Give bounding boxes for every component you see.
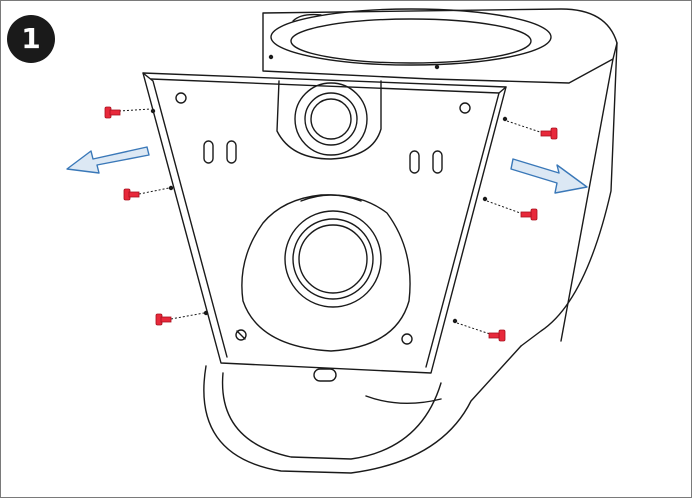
hole-bottom-right xyxy=(401,333,413,345)
mounting-plate xyxy=(142,72,507,374)
screw-icon xyxy=(104,106,121,119)
hole-bottom-left xyxy=(235,329,247,341)
upper-port-inner xyxy=(304,92,358,146)
screw-icon xyxy=(123,188,140,201)
hole-top-left xyxy=(175,92,187,104)
top-opening-outer xyxy=(270,8,552,66)
screw-icon xyxy=(540,127,558,140)
upper-port-housing xyxy=(276,80,382,160)
hole-top-right xyxy=(459,102,471,114)
lower-port-inner xyxy=(292,218,374,300)
slot-right-1 xyxy=(409,150,420,174)
step-number-badge: 1 xyxy=(7,15,55,63)
lower-port-housing xyxy=(241,194,411,352)
arrow-left-icon xyxy=(66,146,150,174)
housing-top-rim xyxy=(262,8,618,84)
housing-right-side xyxy=(520,42,618,347)
screw-icon xyxy=(488,329,506,342)
bottom-oval-slot xyxy=(313,368,337,382)
lower-port-outer xyxy=(284,210,382,308)
screw-icon xyxy=(155,313,172,326)
housing-lower-body xyxy=(203,345,522,474)
slot-left-2 xyxy=(226,140,237,164)
screw-icon xyxy=(520,208,538,221)
step-number: 1 xyxy=(21,22,41,55)
slot-right-2 xyxy=(432,150,443,174)
arrow-right-icon xyxy=(510,158,588,194)
slot-left-1 xyxy=(203,140,214,164)
upper-port-outer xyxy=(294,82,368,156)
top-opening-inner xyxy=(290,18,532,64)
